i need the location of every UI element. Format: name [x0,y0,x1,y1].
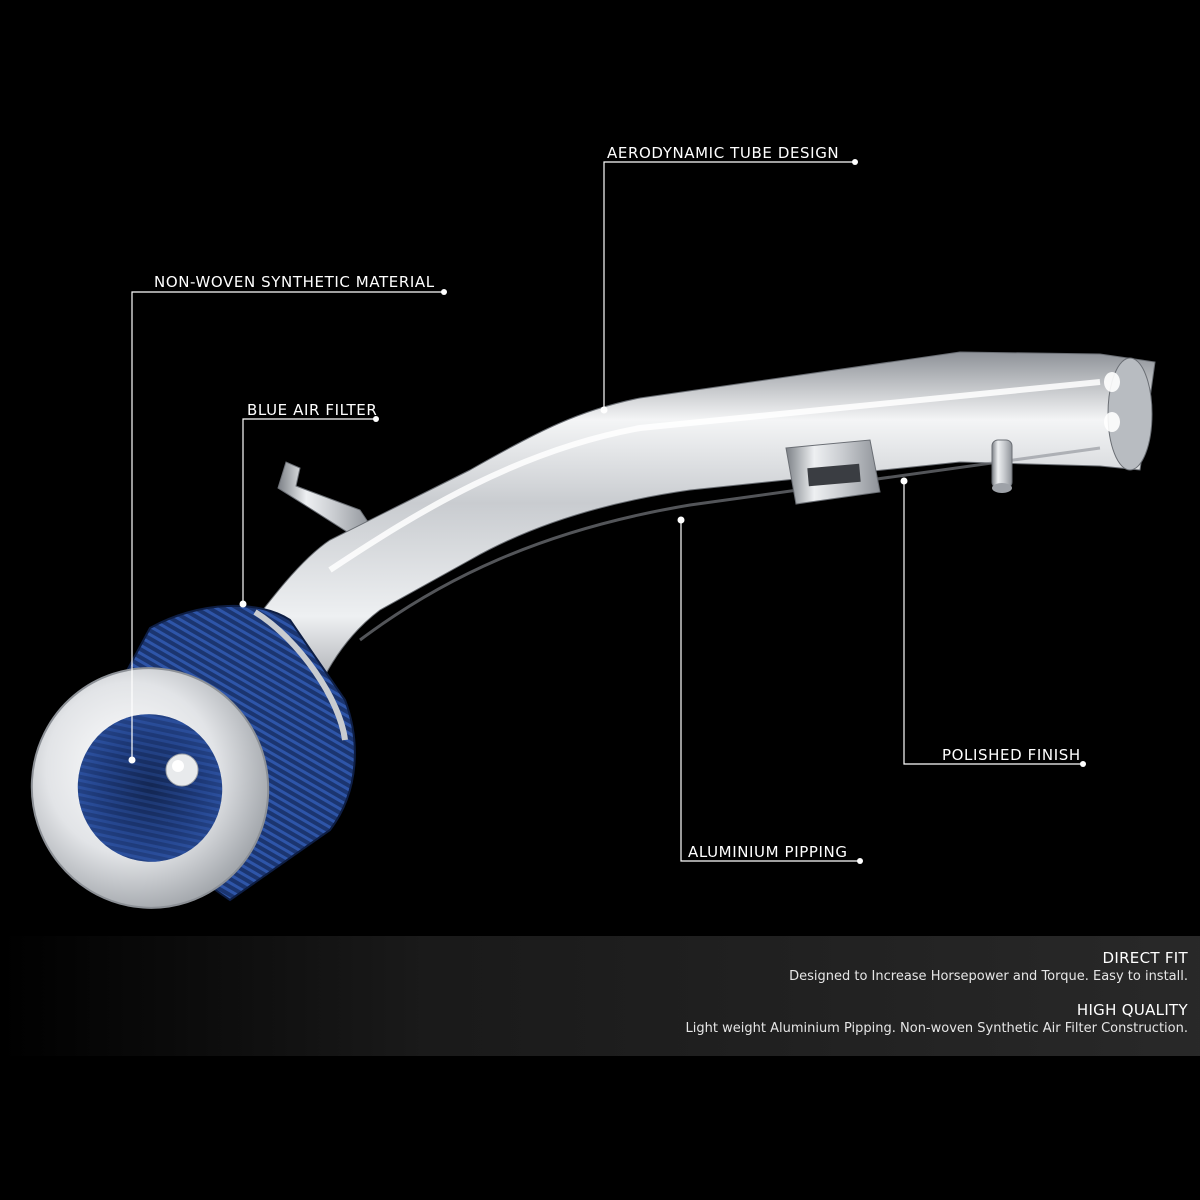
callout-line-material [131,291,444,760]
intake-pipe [231,351,1156,731]
callout-label-tube: AERODYNAMIC TUBE DESIGN [607,144,840,162]
feature-title: HIGH QUALITY [1076,1001,1188,1019]
callout-label-material: NON-WOVEN SYNTHETIC MATERIAL [154,273,435,291]
feature-band: DIRECT FIT Designed to Increase Horsepow… [0,936,1200,1056]
feature-description: Light weight Aluminium Pipping. Non-wove… [685,1021,1188,1036]
feature-title: DIRECT FIT [1102,949,1188,967]
callout-line-filter [242,418,376,604]
callout-line-finish [903,481,1083,765]
callout-line-tube [603,161,855,410]
callout-label-filter: BLUE AIR FILTER [247,401,378,419]
vacuum-nipple [991,439,1013,489]
callout-label-finish: POLISHED FINISH [942,746,1081,764]
feature-direct-fit: DIRECT FIT Designed to Increase Horsepow… [789,948,1188,986]
feature-description: Designed to Increase Horsepower and Torq… [789,969,1188,984]
callout-label-pipe: ALUMINIUM PIPPING [688,843,848,861]
feature-high-quality: HIGH QUALITY Light weight Aluminium Pipp… [686,1000,1188,1038]
callout-line-pipe [680,520,860,862]
